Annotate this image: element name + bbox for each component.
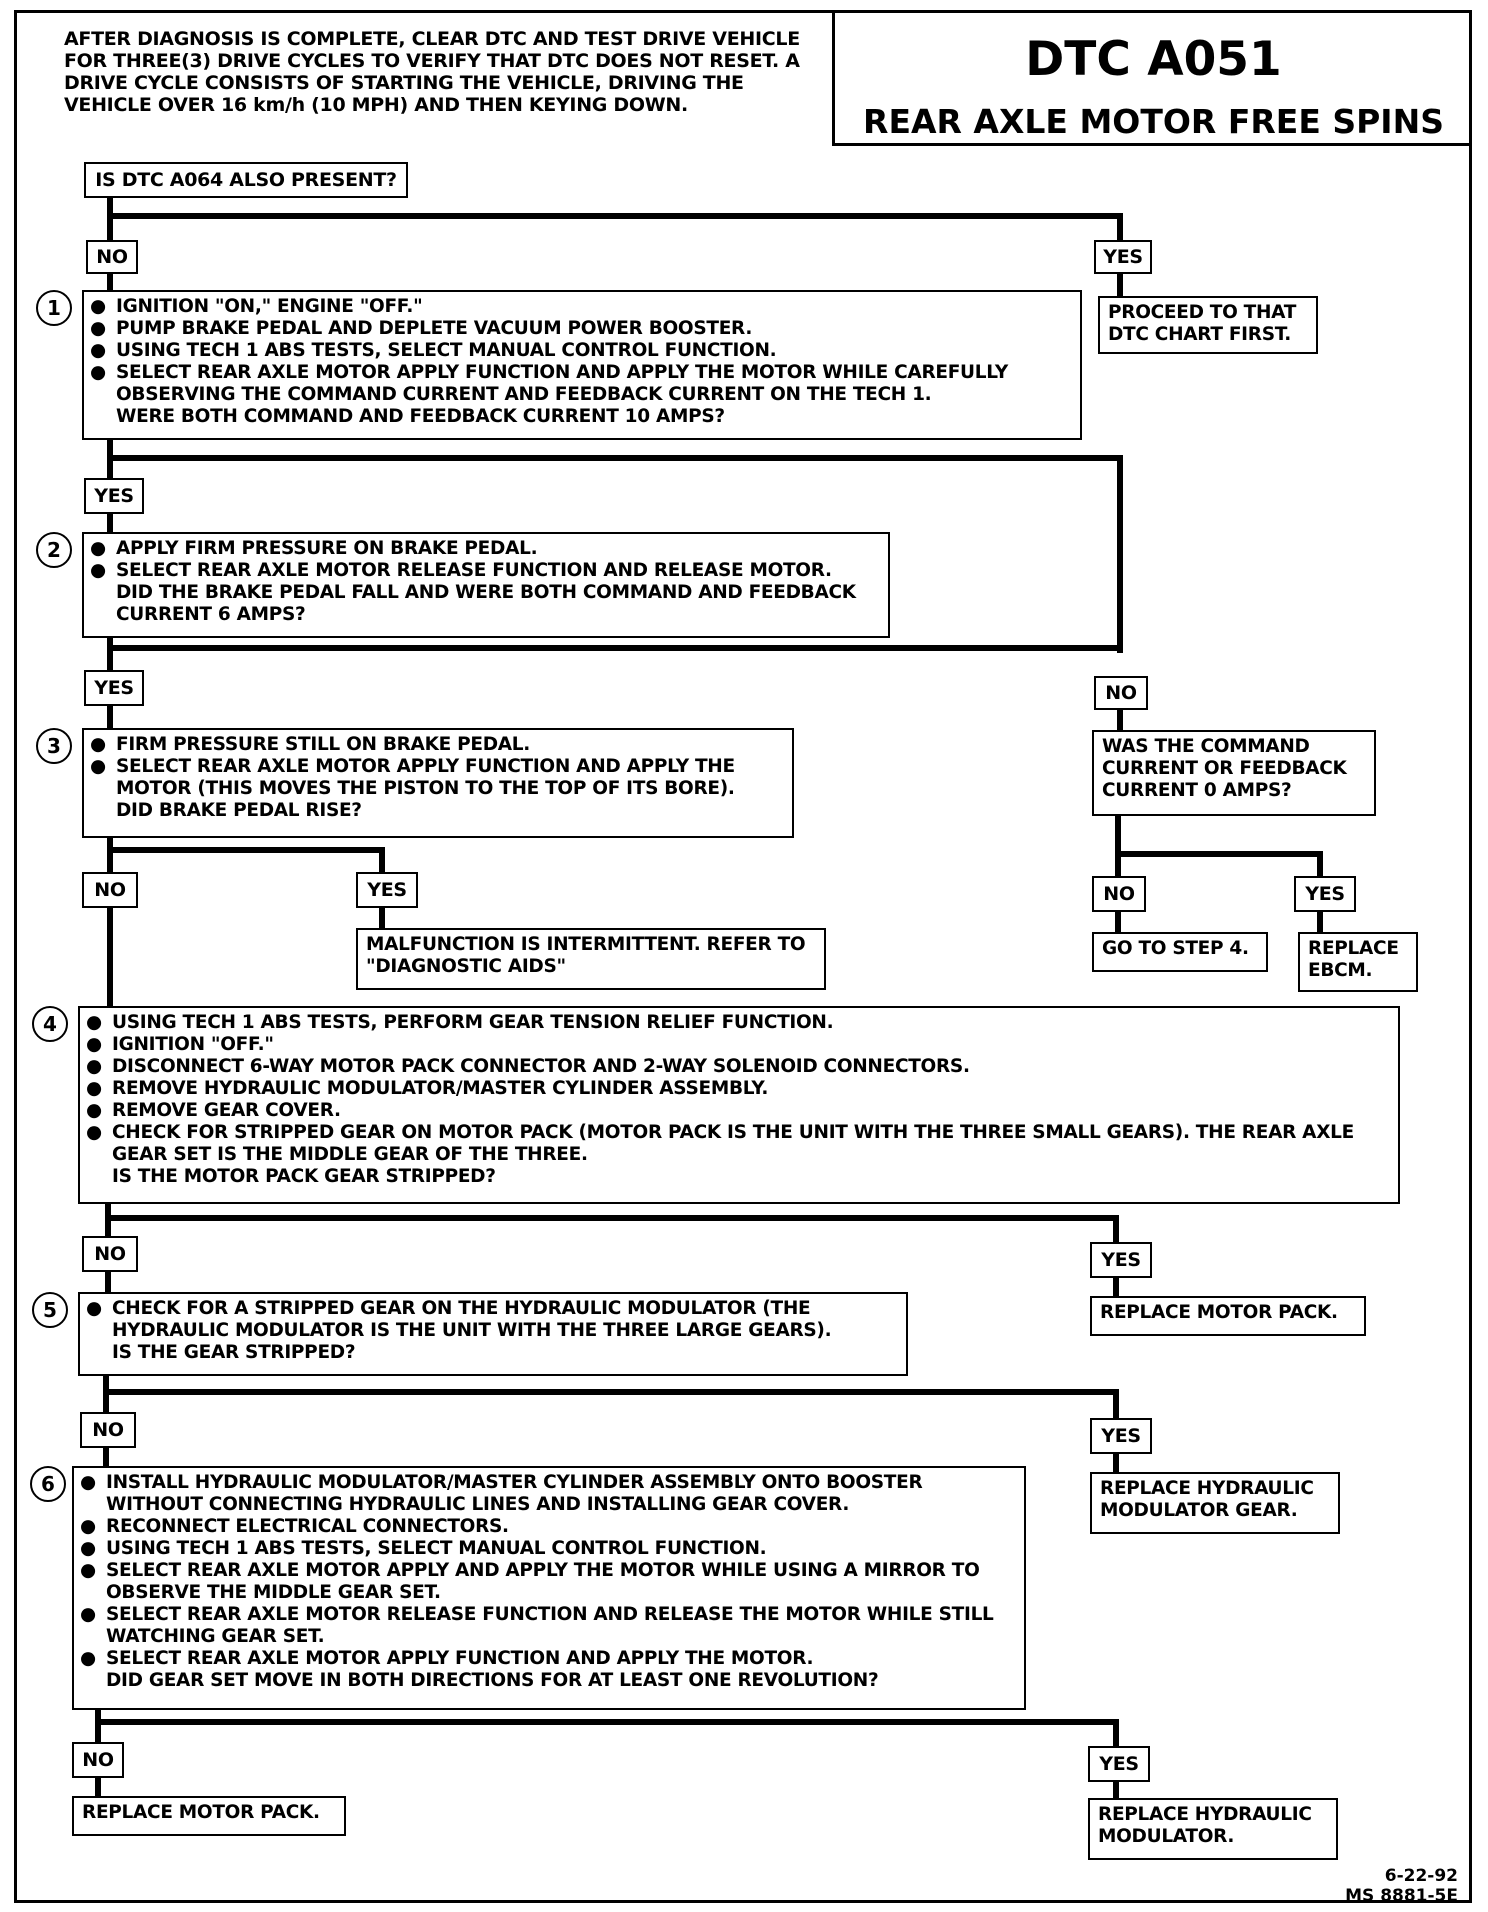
- step-4-bullet: IGNITION "OFF.": [112, 1034, 274, 1055]
- step-1-number: 1: [36, 290, 72, 326]
- dtc-name: REAR AXLE MOTOR FREE SPINS: [863, 102, 1444, 141]
- no-label-2: NO: [1094, 676, 1148, 710]
- step-4-bullet: REMOVE HYDRAULIC MODULATOR/MASTER CYLIND…: [112, 1078, 769, 1099]
- replace-motor-pack-result: REPLACE MOTOR PACK.: [1090, 1296, 1366, 1336]
- step-1-question: WERE BOTH COMMAND AND FEEDBACK CURRENT 1…: [116, 406, 725, 427]
- no-label-6: NO: [72, 1742, 124, 1778]
- step-3-box: ●FIRM PRESSURE STILL ON BRAKE PEDAL. ●SE…: [82, 728, 794, 838]
- step-6-question: DID GEAR SET MOVE IN BOTH DIRECTIONS FOR…: [106, 1670, 879, 1691]
- dtc-code: DTC A051: [1025, 32, 1282, 87]
- step-6-bullet: SELECT REAR AXLE MOTOR APPLY FUNCTION AN…: [106, 1648, 814, 1669]
- no-label-3: NO: [82, 872, 138, 908]
- step-6-bullet: SELECT REAR AXLE MOTOR APPLY AND APPLY T…: [106, 1560, 980, 1603]
- step-4-box: ●USING TECH 1 ABS TESTS, PERFORM GEAR TE…: [78, 1006, 1400, 1204]
- step-5-question: IS THE GEAR STRIPPED?: [112, 1342, 356, 1363]
- yes-label-6: YES: [1088, 1746, 1150, 1782]
- no-label-5: NO: [80, 1412, 136, 1448]
- step-6-bullet: RECONNECT ELECTRICAL CONNECTORS.: [106, 1516, 509, 1537]
- page-border: [14, 10, 1472, 1903]
- step-6-bullet: SELECT REAR AXLE MOTOR RELEASE FUNCTION …: [106, 1604, 994, 1647]
- no-label-4: NO: [82, 1236, 138, 1272]
- was-zero-question: WAS THE COMMAND CURRENT OR FEEDBACK CURR…: [1092, 730, 1376, 816]
- yes-label-2: YES: [84, 670, 144, 706]
- step-2-bullet: APPLY FIRM PRESSURE ON BRAKE PEDAL.: [116, 538, 538, 559]
- yes-label-4: YES: [1090, 1242, 1152, 1278]
- no-label-was: NO: [1092, 876, 1146, 912]
- step-1-box: ●IGNITION "ON," ENGINE "OFF." ●PUMP BRAK…: [82, 290, 1082, 440]
- step-3-bullet: SELECT REAR AXLE MOTOR APPLY FUNCTION AN…: [116, 756, 735, 799]
- footer-ref: 6-22-92 MS 8881-5E: [1345, 1866, 1458, 1906]
- goto-step4-result: GO TO STEP 4.: [1092, 932, 1268, 972]
- step-2-bullet: SELECT REAR AXLE MOTOR RELEASE FUNCTION …: [116, 560, 832, 581]
- footer-code: MS 8881-5E: [1345, 1886, 1458, 1906]
- step-3-bullet: FIRM PRESSURE STILL ON BRAKE PEDAL.: [116, 734, 530, 755]
- step-1-bullet: IGNITION "ON," ENGINE "OFF.": [116, 296, 423, 317]
- step-4-bullet: USING TECH 1 ABS TESTS, PERFORM GEAR TEN…: [112, 1012, 834, 1033]
- step-3-number: 3: [36, 728, 72, 764]
- start-question: IS DTC A064 ALSO PRESENT?: [84, 162, 408, 198]
- step-2-number: 2: [36, 532, 72, 568]
- step-4-number: 4: [32, 1006, 68, 1042]
- step-6-number: 6: [30, 1466, 66, 1502]
- step-4-question: IS THE MOTOR PACK GEAR STRIPPED?: [112, 1166, 496, 1187]
- yes-label-3: YES: [356, 872, 418, 908]
- step-2-box: ●APPLY FIRM PRESSURE ON BRAKE PEDAL. ●SE…: [82, 532, 890, 638]
- drive-cycle-note: AFTER DIAGNOSIS IS COMPLETE, CLEAR DTC A…: [64, 28, 800, 116]
- intermittent-result: MALFUNCTION IS INTERMITTENT. REFER TO "D…: [356, 928, 826, 990]
- step-1-bullet: SELECT REAR AXLE MOTOR APPLY FUNCTION AN…: [116, 362, 1008, 405]
- yes-label-5: YES: [1090, 1418, 1152, 1454]
- yes-label-1: YES: [84, 478, 144, 514]
- footer-date: 6-22-92: [1384, 1866, 1458, 1886]
- replace-hyd-mod-result: REPLACE HYDRAULIC MODULATOR.: [1088, 1798, 1338, 1860]
- step-5-box: ●CHECK FOR A STRIPPED GEAR ON THE HYDRAU…: [78, 1292, 908, 1376]
- step-6-bullet: USING TECH 1 ABS TESTS, SELECT MANUAL CO…: [106, 1538, 767, 1559]
- replace-ebcm-result: REPLACE EBCM.: [1298, 932, 1418, 992]
- yes-label-was: YES: [1294, 876, 1356, 912]
- step-6-box: ●INSTALL HYDRAULIC MODULATOR/MASTER CYLI…: [72, 1466, 1026, 1710]
- step-4-bullet: DISCONNECT 6-WAY MOTOR PACK CONNECTOR AN…: [112, 1056, 970, 1077]
- replace-hyd-gear-result: REPLACE HYDRAULIC MODULATOR GEAR.: [1090, 1472, 1340, 1534]
- step-5-bullet: CHECK FOR A STRIPPED GEAR ON THE HYDRAUL…: [112, 1298, 832, 1341]
- step-3-question: DID BRAKE PEDAL RISE?: [116, 800, 362, 821]
- title-block: DTC A051 REAR AXLE MOTOR FREE SPINS: [832, 10, 1472, 146]
- step-4-bullet: CHECK FOR STRIPPED GEAR ON MOTOR PACK (M…: [112, 1122, 1354, 1165]
- step-1-bullet: PUMP BRAKE PEDAL AND DEPLETE VACUUM POWE…: [116, 318, 753, 339]
- proceed-result: PROCEED TO THAT DTC CHART FIRST.: [1098, 296, 1318, 354]
- step-6-bullet: INSTALL HYDRAULIC MODULATOR/MASTER CYLIN…: [106, 1472, 923, 1515]
- yes-label-q: YES: [1094, 240, 1152, 274]
- step-4-bullet: REMOVE GEAR COVER.: [112, 1100, 341, 1121]
- step-2-question: DID THE BRAKE PEDAL FALL AND WERE BOTH C…: [116, 582, 856, 625]
- step-1-bullet: USING TECH 1 ABS TESTS, SELECT MANUAL CO…: [116, 340, 777, 361]
- step-5-number: 5: [32, 1292, 68, 1328]
- no-label-q: NO: [86, 240, 138, 274]
- replace-motor-pack-6-result: REPLACE MOTOR PACK.: [72, 1796, 346, 1836]
